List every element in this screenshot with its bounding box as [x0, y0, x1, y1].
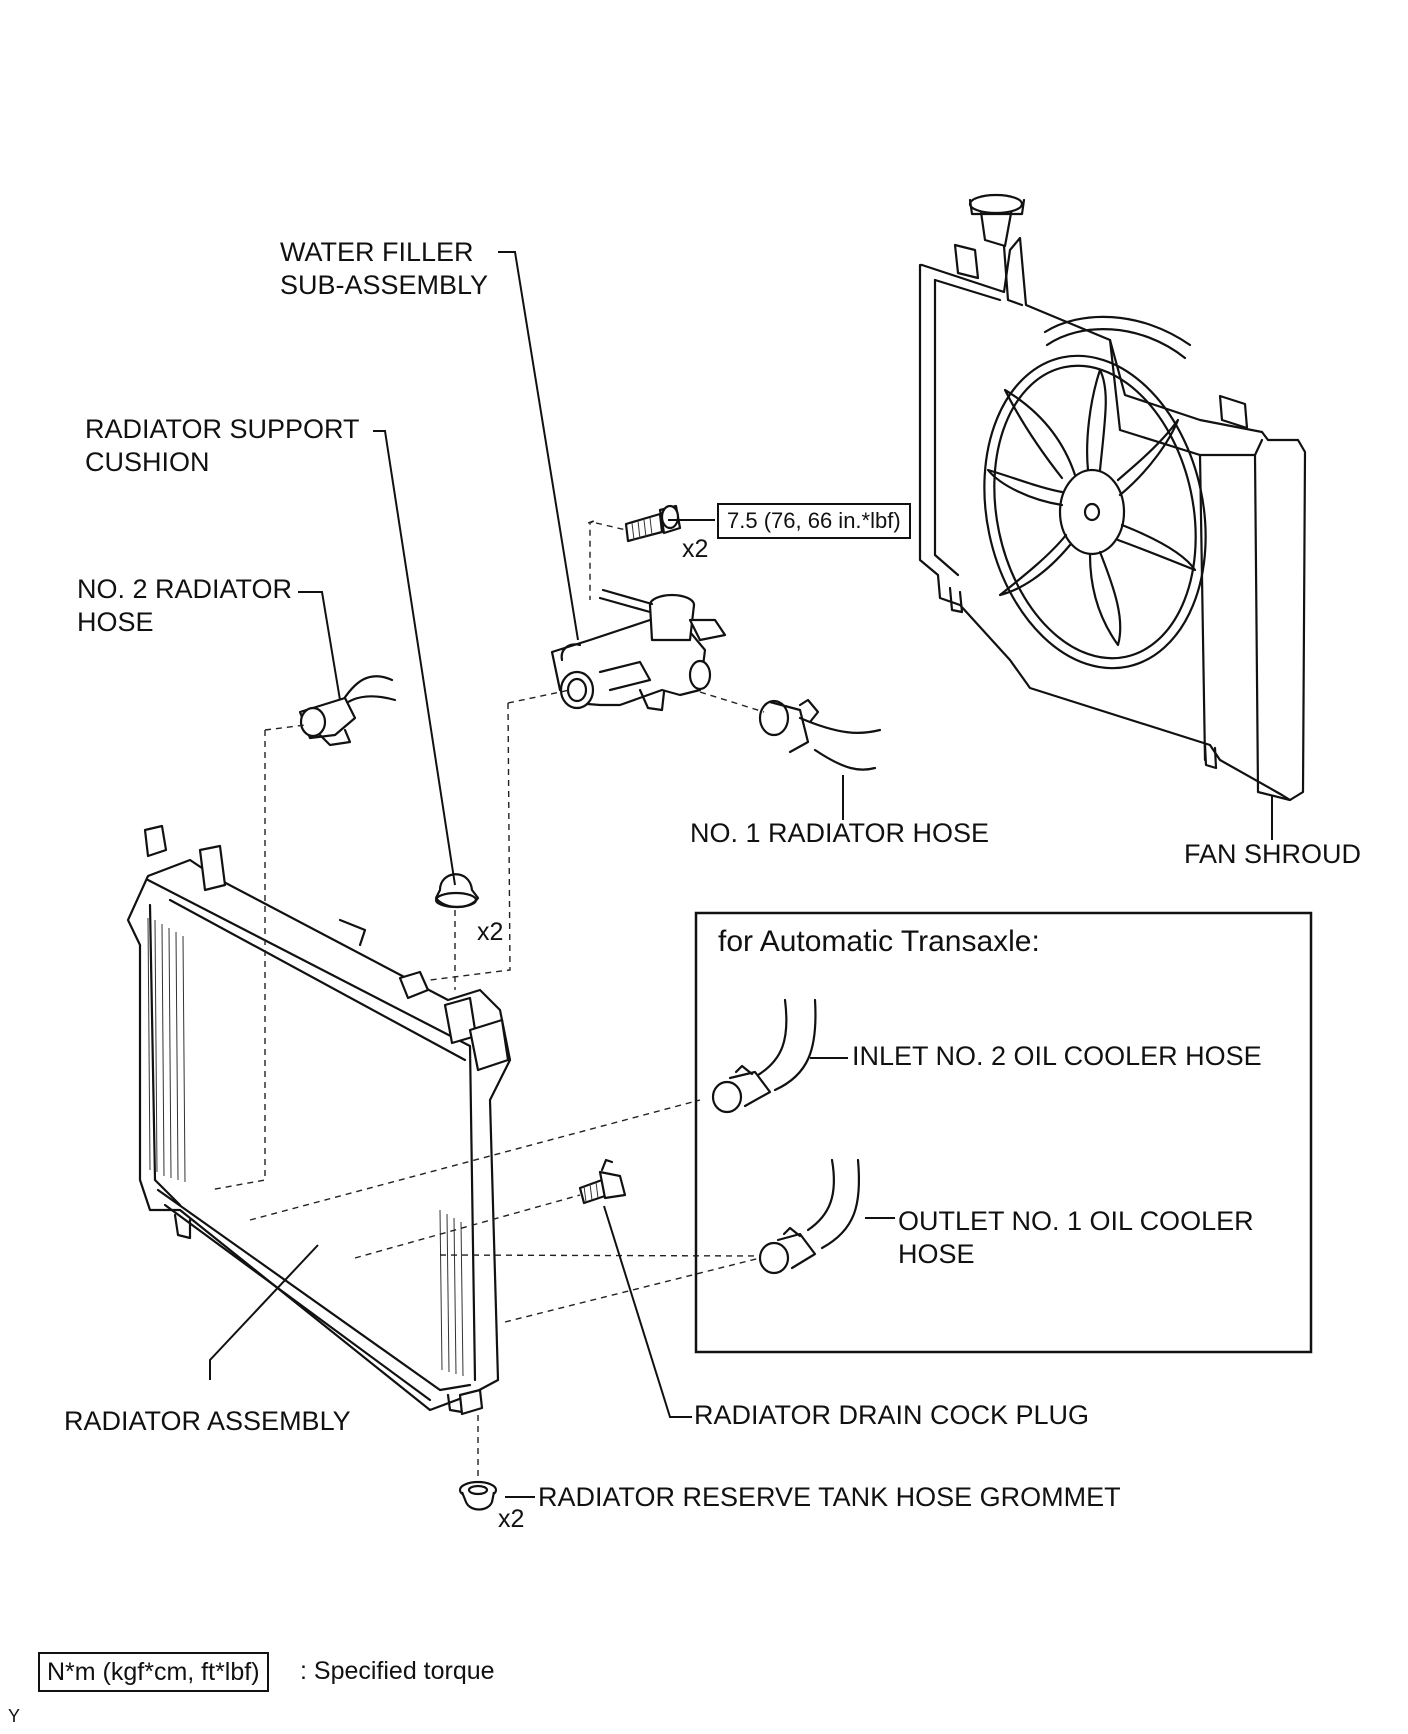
bolt-drawing: [624, 504, 682, 543]
water-filler-drawing: [550, 588, 727, 712]
corner-mark: Y: [8, 1706, 21, 1726]
grommet-drawing: [458, 1480, 498, 1511]
grommet-label: RADIATOR RESERVE TANK HOSE GROMMET: [538, 1482, 1121, 1512]
inset-box: [694, 911, 1313, 1354]
bolt-quantity: x2: [682, 535, 709, 563]
fan-shroud-label: FAN SHROUD: [1184, 839, 1362, 869]
support-cushion-label: RADIATOR SUPPORT CUSHION: [85, 414, 360, 477]
support-cushion-drawing: [434, 873, 480, 909]
drain-cock-plug-label: RADIATOR DRAIN COCK PLUG: [694, 1400, 1090, 1430]
grommet-quantity: x2: [498, 1505, 525, 1533]
drain-cock-plug-drawing: [578, 1158, 627, 1205]
outlet-oil-cooler-hose-label: OUTLET NO. 1 OIL COOLER HOSE: [898, 1206, 1254, 1269]
alignment-lines: [209, 519, 765, 1480]
cushion-quantity: x2: [477, 918, 504, 946]
water-filler-label: WATER FILLER SUB-ASSEMBLY: [280, 237, 489, 300]
torque-spec-box: 7.5 (76, 66 in.*lbf): [717, 503, 911, 539]
fan-shroud-drawing: [918, 193, 1307, 802]
inlet-oil-cooler-hose-drawing: [711, 998, 817, 1114]
torque-legend-text: : Specified torque: [300, 1657, 495, 1685]
inset-title: for Automatic Transaxle:: [718, 925, 1040, 958]
no1-radiator-hose-drawing: [758, 698, 882, 771]
inlet-oil-cooler-hose-label: INLET NO. 2 OIL COOLER HOSE: [852, 1041, 1262, 1071]
no1-radiator-hose-label: NO. 1 RADIATOR HOSE: [690, 818, 990, 848]
leader-lines: [209, 251, 1273, 1498]
outlet-oil-cooler-hose-drawing: [758, 1158, 861, 1275]
no2-radiator-hose-drawing: [298, 675, 397, 747]
radiator-assembly-label: RADIATOR ASSEMBLY: [64, 1406, 351, 1436]
torque-legend-box: N*m (kgf*cm, ft*lbf): [38, 1652, 269, 1692]
no2-radiator-hose-label: NO. 2 RADIATOR HOSE: [77, 574, 293, 637]
radiator-assembly-drawing: [126, 824, 512, 1416]
